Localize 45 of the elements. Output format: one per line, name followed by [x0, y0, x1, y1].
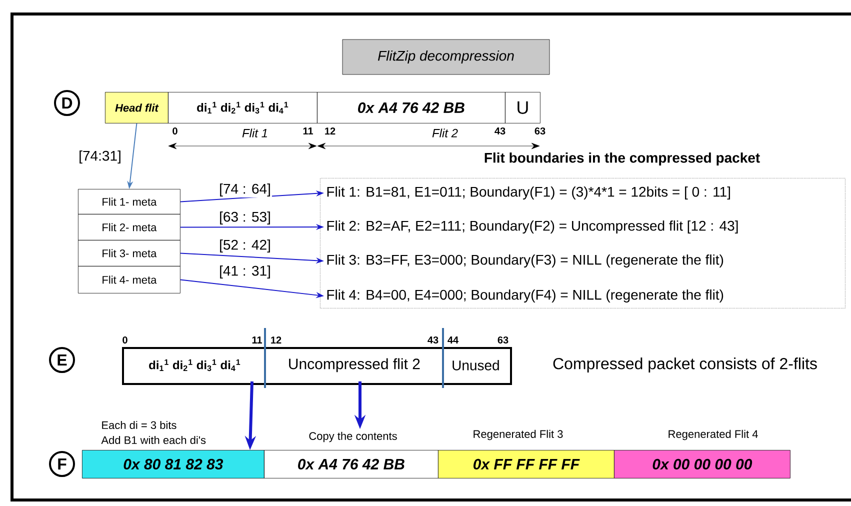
boundary-text: Flit 3: B3=FF, E3=000; Boundary(F3) = NILL (regenerate the flit): [327, 254, 724, 268]
bit-index: 0: [172, 127, 178, 135]
packet-cell: di$_{1}$$^{1}$ di$_{2}$$^{1}$ di$_{3}$$^{1}$ di$_{4}$1: [168, 92, 318, 124]
bit-index: 44: [448, 336, 458, 344]
title-box: FlitZip decompression: [342, 39, 550, 75]
flit-cell: 0x 00 00 00 00: [614, 450, 790, 478]
flit-cell: 0x FF FF FF FF: [438, 450, 614, 478]
caption-text: Add B1 with each di's: [101, 436, 206, 444]
meta-box: Flit 2- meta: [78, 214, 180, 240]
boundary-text: Flit 2: B2=AF, E2=111; Boundary(F2) = Uncompressed flit [12 : 43]: [327, 220, 738, 234]
caption-text: Copy the contents: [309, 432, 397, 442]
bit-index: 11: [252, 336, 262, 344]
note-text: Compressed packet consists of 2-flits: [553, 358, 817, 372]
meta-box: Flit 1- meta: [78, 189, 180, 214]
bit-index: 43: [428, 336, 438, 344]
edge-label: [74 : 64]: [218, 182, 272, 198]
packet-cell: U: [505, 92, 540, 124]
dotted-box: [320, 178, 846, 308]
heading-text: Flit boundaries in the compressed packet: [484, 152, 760, 166]
meta-box: Flit 4- meta: [78, 266, 180, 294]
caption-text: Regenerated Flit 4: [668, 430, 758, 440]
caption-text: Regenerated Flit 3: [474, 430, 563, 440]
packet-cell: 0x A4 76 42 BB: [317, 92, 506, 124]
bit-index: 43: [494, 127, 506, 135]
flit-cell: 0x A4 76 42 BB: [264, 450, 438, 478]
packet-cell: di$_{1}$$^{1}$ di$_{2}$$^{1}$ di$_{3}$$^{1}$ di$_{4}$1: [149, 359, 240, 372]
edge-label: [41 : 31]: [218, 264, 272, 280]
bit-index: 12: [325, 128, 336, 134]
bit-index: 0: [122, 336, 128, 344]
boundary-text: Flit 1: B1=81, E1=011; Boundary(F1) = (3)*4*1 = 12bits = [ 0 : 11]: [327, 186, 730, 200]
bit-index: 12: [271, 336, 282, 344]
packet-cell: Uncompressed flit 2: [289, 358, 420, 372]
caption-text: Each di = 3 bits: [102, 420, 176, 430]
boundary-text: Flit 4: B4=00, E4=000; Boundary(F4) = NILL (regenerate the flit): [327, 289, 724, 303]
edge-label: [52 : 42]: [218, 238, 272, 254]
packet-cell: Unused: [452, 360, 499, 370]
bit-index: 11: [303, 128, 314, 134]
meta-box: Flit 3- meta: [78, 240, 180, 266]
compressed-packet-box: [122, 347, 512, 385]
flit-cell: 0x 80 81 82 83: [82, 450, 264, 478]
bit-index: 63: [498, 336, 508, 344]
head-flit-cell: Head flit: [105, 92, 168, 124]
edge-label: [63 : 53]: [218, 210, 272, 226]
edge-label: [74:31]: [78, 149, 122, 165]
bit-index: 63: [534, 127, 546, 135]
